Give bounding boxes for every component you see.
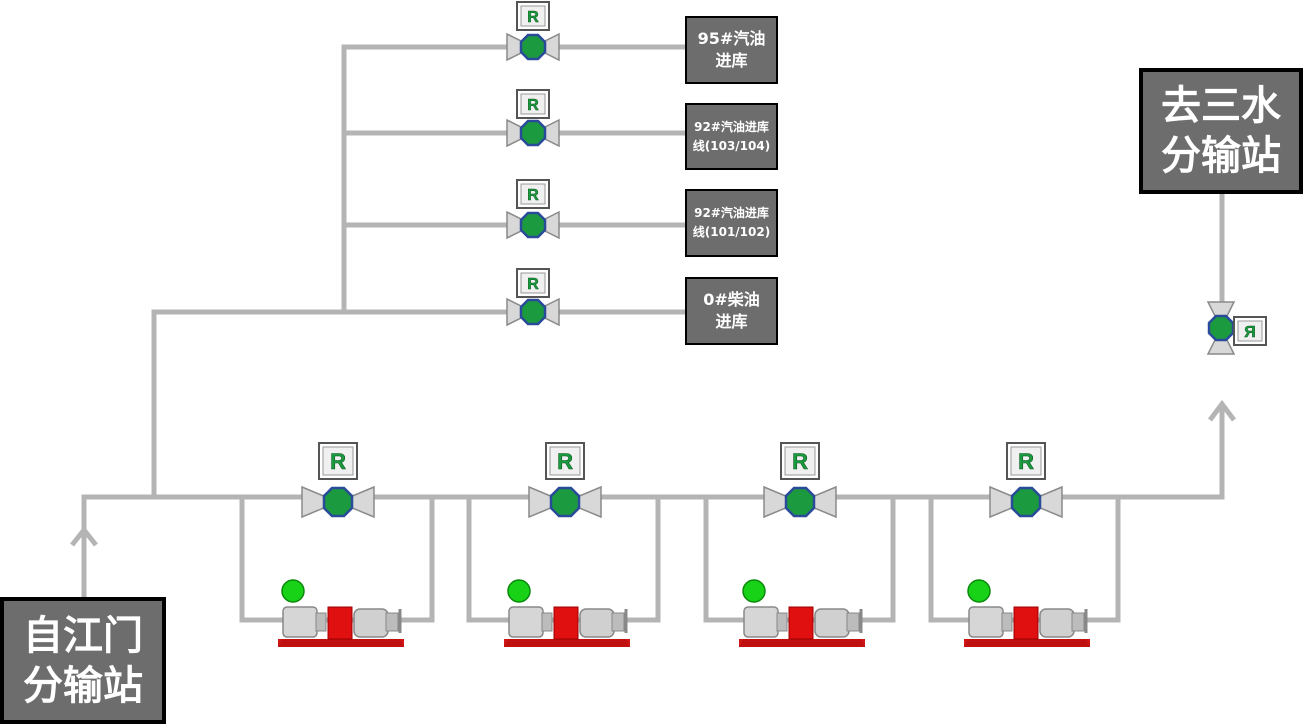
- valve-mode-box[interactable]: R: [1233, 316, 1267, 346]
- pump-valve-2[interactable]: R: [527, 442, 603, 519]
- pump-running-indicator: [967, 579, 991, 603]
- branch-valve-3[interactable]: R: [505, 179, 561, 240]
- station-line1: 去三水: [1161, 83, 1281, 129]
- pump-icon: [276, 605, 406, 649]
- destination-95-gasoline: 95#汽油 进库: [685, 16, 778, 84]
- destination-0-diesel: 0#柴油 进库: [685, 277, 778, 345]
- pump-icon: [737, 605, 867, 649]
- destination-line1: 0#柴油: [703, 290, 760, 309]
- station-line1: 自江门: [23, 612, 143, 659]
- destination-92-gasoline-103-104: 92#汽油进库 线(103/104): [685, 103, 778, 170]
- valve-mode-label: R: [330, 449, 346, 474]
- valve-mode-box[interactable]: R: [780, 442, 820, 480]
- source-station-label: 自江门 分输站: [0, 597, 166, 724]
- valve-mode-label: R: [557, 449, 573, 474]
- valve-mode-box[interactable]: R: [318, 442, 358, 480]
- destination-line1: 92#汽油进库: [694, 206, 769, 220]
- inlet-arrow-icon: [70, 525, 98, 547]
- valve-mode-label: R: [1018, 449, 1034, 474]
- outlet-arrow-icon: [1208, 399, 1236, 422]
- destination-line2: 进库: [715, 51, 748, 70]
- destination-92-gasoline-101-102: 92#汽油进库 线(101/102): [685, 189, 778, 257]
- pump-running-indicator: [742, 579, 766, 603]
- destination-line2: 进库: [715, 312, 748, 331]
- valve-mode-box[interactable]: R: [516, 268, 550, 298]
- valve-mode-label: R: [527, 276, 539, 293]
- valve-mode-label: R: [527, 187, 539, 204]
- valve-mode-box[interactable]: R: [516, 89, 550, 119]
- branch-valve-4[interactable]: R: [505, 268, 561, 327]
- valve-mode-box[interactable]: R: [545, 442, 585, 480]
- station-line2: 分输站: [23, 662, 143, 709]
- pump-unit-2[interactable]: [502, 579, 632, 649]
- branch-valve-2[interactable]: R: [505, 89, 561, 148]
- pump-unit-4[interactable]: [962, 579, 1092, 649]
- branch-valve-1[interactable]: R: [505, 1, 561, 62]
- pump-icon: [502, 605, 632, 649]
- valve-mode-label: R: [527, 9, 539, 26]
- target-station-label: 去三水 分输站: [1139, 68, 1303, 194]
- pump-icon: [962, 605, 1092, 649]
- pump-running-indicator: [507, 579, 531, 603]
- pump-valve-4[interactable]: R: [988, 442, 1064, 519]
- pump-running-indicator: [281, 579, 305, 603]
- pump-unit-1[interactable]: [276, 579, 406, 649]
- outlet-valve[interactable]: R: [1206, 300, 1267, 356]
- valve-mode-box[interactable]: R: [1006, 442, 1046, 480]
- valve-mode-label: R: [527, 97, 539, 114]
- destination-line1: 92#汽油进库: [694, 119, 769, 134]
- pump-unit-3[interactable]: [737, 579, 867, 649]
- branch-riser: [151, 44, 347, 500]
- valve-mode-label: R: [1244, 324, 1256, 341]
- valve-mode-label: R: [792, 449, 808, 474]
- destination-line2: 线(101/102): [692, 225, 771, 239]
- station-line2: 分输站: [1161, 133, 1281, 179]
- valve-mode-box[interactable]: R: [516, 1, 550, 31]
- destination-line1: 95#汽油: [697, 29, 766, 48]
- valve-mode-box[interactable]: R: [516, 179, 550, 209]
- pump-valve-3[interactable]: R: [762, 442, 838, 519]
- destination-line2: 线(103/104): [692, 138, 771, 153]
- inlet-pipe: [81, 407, 1225, 603]
- pump-valve-1[interactable]: R: [300, 442, 376, 519]
- pipe-network: [81, 44, 1225, 623]
- flow-arrows: [70, 399, 1236, 547]
